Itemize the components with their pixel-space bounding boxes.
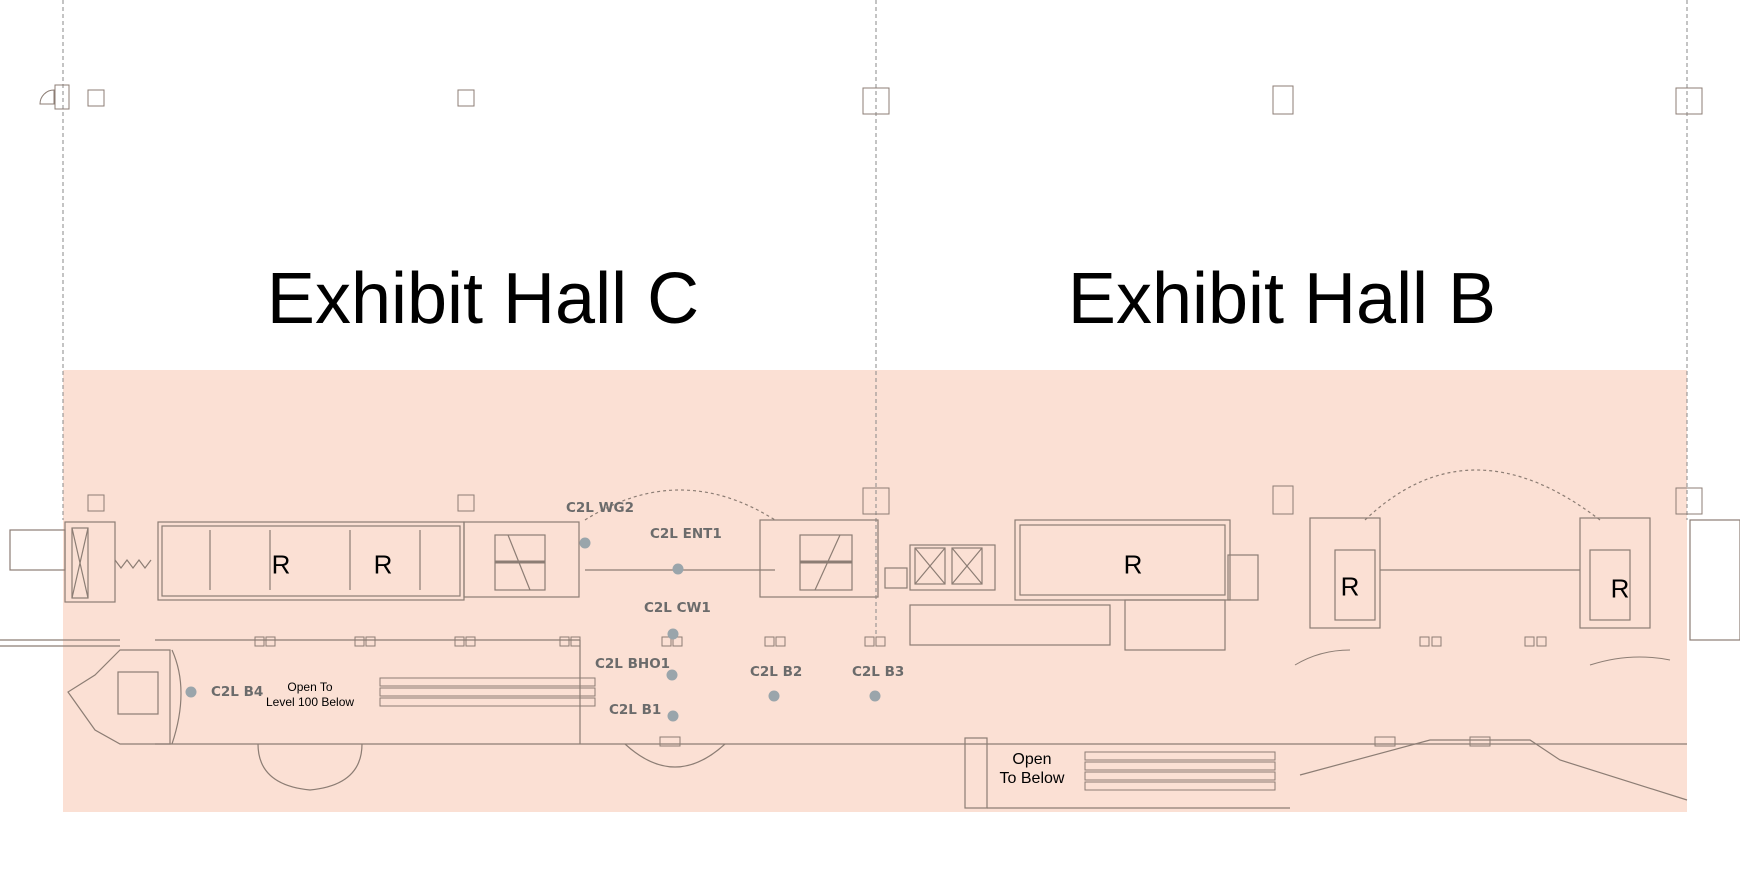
zone-label-b1: C2L B1 xyxy=(609,702,662,718)
zone-marker-b4[interactable] xyxy=(185,686,197,698)
note-line: Open To xyxy=(287,680,333,694)
restroom-label: R xyxy=(271,549,291,580)
level-2-concourse-highlight xyxy=(63,370,1687,812)
note-line: Open xyxy=(1012,751,1052,768)
zone-marker-b3[interactable] xyxy=(869,690,881,702)
restroom-label: R xyxy=(1123,549,1143,580)
zone-label-wg2: C2L WG2 xyxy=(566,500,634,516)
hall-title-b: Exhibit Hall B xyxy=(1067,259,1497,339)
escalators xyxy=(379,649,1671,791)
restroom-label: R xyxy=(1610,573,1630,604)
note-line: To Below xyxy=(999,770,1065,787)
columns xyxy=(39,84,1703,515)
zone-label-b3: C2L B3 xyxy=(852,664,905,680)
hall-title-c: Exhibit Hall C xyxy=(266,259,700,339)
zone-label-cw1: C2L CW1 xyxy=(644,600,711,616)
note-line: Level 100 Below xyxy=(265,695,355,709)
walls xyxy=(0,469,1740,809)
zone-marker-wg2[interactable] xyxy=(579,537,591,549)
zone-marker-ent1[interactable] xyxy=(672,563,684,575)
restroom-label: R xyxy=(373,549,393,580)
open-to-level-100-note: Open To Level 100 Below xyxy=(266,680,354,710)
zone-label-bho1: C2L BHO1 xyxy=(595,656,671,672)
zone-marker-cw1[interactable] xyxy=(667,628,679,640)
zone-marker-bho1[interactable] xyxy=(666,669,678,681)
open-to-below-note: Open To Below xyxy=(1000,750,1065,788)
zone-label-b2: C2L B2 xyxy=(750,664,803,680)
zone-label-ent1: C2L ENT1 xyxy=(650,526,722,542)
hall-boundary-lines xyxy=(62,0,1688,640)
zone-marker-b1[interactable] xyxy=(667,710,679,722)
restroom-label: R xyxy=(1340,571,1360,602)
zone-label-b4: C2L B4 xyxy=(211,684,264,700)
zone-marker-b2[interactable] xyxy=(768,690,780,702)
